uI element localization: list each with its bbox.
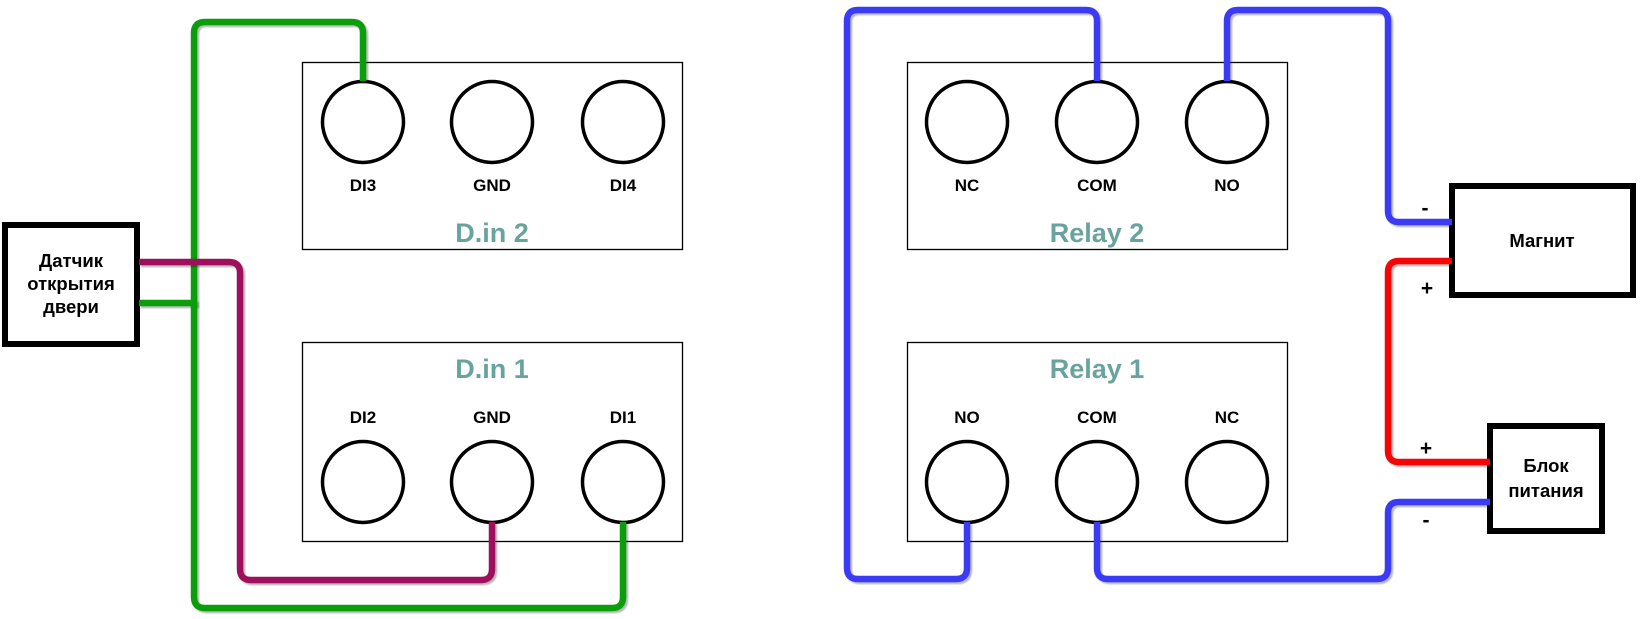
din1-port-circle-di1 (580, 439, 666, 525)
door-sensor: Датчик открытия двери (2, 222, 140, 347)
red-wire-psu-plus-to-magnet-plus (1384, 257, 1490, 466)
din1-port-circle-gnd (449, 439, 535, 525)
power-supply-label-line1: Блок (1523, 455, 1569, 476)
relay2-port-label-com: COM (1077, 176, 1117, 195)
din2-port-circle-di3 (320, 79, 406, 165)
relay2-port-label-nc: NC (955, 176, 980, 195)
din2-port-circle-di4 (580, 79, 666, 165)
din2-module: DI3 GND DI4 D.in 2 (301, 61, 684, 251)
magnet-box (1449, 183, 1636, 298)
din2-port-label-di3: DI3 (350, 176, 376, 195)
magnet: Магнит - + (1421, 183, 1636, 300)
power-supply-box (1487, 423, 1605, 534)
relay2-port-circle-no (1184, 79, 1270, 165)
magnet-plus-terminal-label: + (1421, 277, 1433, 300)
din2-port-circle-gnd (449, 79, 535, 165)
din2-port-label-gnd: GND (473, 176, 511, 195)
magnet-minus-terminal-label: - (1422, 197, 1429, 220)
blue-wire-relay1-com-to-psu-minus (1093, 498, 1490, 583)
door-sensor-label-line2: открытия (27, 273, 115, 294)
relay1-port-label-nc: NC (1215, 408, 1240, 427)
blue-wire-relay2-no-to-magnet-minus (1223, 6, 1452, 226)
din1-port-label-di2: DI2 (350, 408, 376, 427)
din1-port-label-di1: DI1 (610, 408, 636, 427)
relay1-module: Relay 1 NO COM NC (906, 341, 1289, 543)
din1-module: D.in 1 DI2 GND DI1 (301, 341, 684, 543)
relay2-port-circle-nc (924, 79, 1010, 165)
relay2-port-label-no: NO (1214, 176, 1240, 195)
relay1-title: Relay 1 (1050, 354, 1145, 384)
din2-port-label-di4: DI4 (610, 176, 637, 195)
din1-title: D.in 1 (455, 354, 529, 384)
relay2-title: Relay 2 (1050, 218, 1145, 248)
psu-plus-terminal-label: + (1420, 437, 1432, 460)
relay1-port-label-no: NO (954, 408, 980, 427)
relay2-module: NC COM NO Relay 2 (906, 61, 1289, 251)
relay1-port-circle-com (1054, 439, 1140, 525)
magenta-wire-sensor-to-din1-gnd (139, 258, 496, 584)
door-sensor-label-line1: Датчик (39, 250, 104, 271)
relay1-port-label-com: COM (1077, 408, 1117, 427)
relay1-port-circle-no (924, 439, 1010, 525)
blue-wire-relay1-no-to-relay2-com (843, 6, 1101, 583)
din1-port-circle-di2 (320, 439, 406, 525)
din2-title: D.in 2 (455, 218, 529, 248)
din1-port-label-gnd: GND (473, 408, 511, 427)
relay2-port-circle-com (1054, 79, 1140, 165)
relay1-port-circle-nc (1184, 439, 1270, 525)
green-wire-sensor-to-di3-and-di1 (190, 18, 627, 612)
power-supply: Блок питания + - (1420, 423, 1605, 534)
door-sensor-label-line3: двери (43, 296, 99, 317)
power-supply-label-line2: питания (1508, 480, 1583, 501)
psu-minus-terminal-label: - (1423, 509, 1430, 532)
door-sensor-box (2, 222, 140, 347)
magnet-label: Магнит (1509, 230, 1574, 251)
